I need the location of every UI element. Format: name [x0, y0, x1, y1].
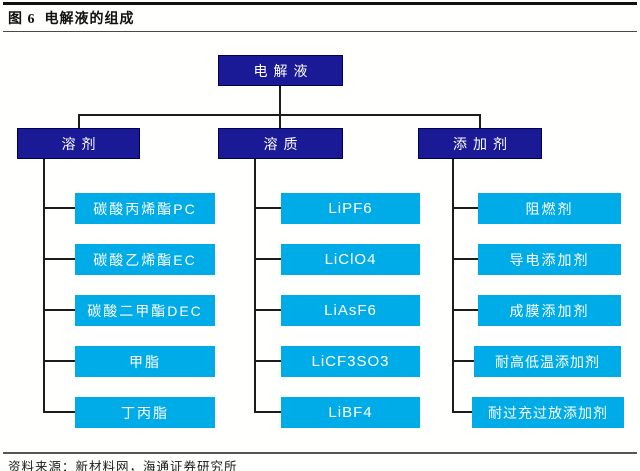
node-pc: 碳酸丙烯酯PC: [75, 193, 215, 224]
spine-solvent: [43, 159, 45, 413]
stub: [452, 309, 478, 311]
stub: [254, 207, 281, 209]
node-temp-resistant-additive: 耐高低温添加剂: [474, 346, 621, 377]
node-liasf6: LiAsF6: [281, 295, 420, 326]
stub: [254, 258, 281, 260]
top-rule: [3, 2, 637, 5]
footer-divider: [3, 452, 637, 454]
figure-title: 图 6 电解液的组成: [8, 12, 135, 27]
node-flame-retardant: 阻燃剂: [478, 193, 621, 224]
node-methyl-ester: 甲脂: [75, 346, 215, 377]
spine-solute: [254, 159, 256, 413]
stub: [43, 411, 75, 413]
node-additive: 添加剂: [418, 128, 542, 159]
node-butyl-propyl-ester: 丁丙脂: [75, 397, 215, 428]
node-lipf6: LiPF6: [281, 193, 420, 224]
node-ec: 碳酸乙烯酯EC: [75, 244, 215, 275]
source-note: 资料来源：新材料网，海通证券研究所: [8, 460, 238, 471]
node-conductive-additive: 导电添加剂: [478, 244, 621, 275]
stub: [452, 360, 478, 362]
node-solute: 溶质: [218, 128, 343, 159]
stub: [452, 411, 478, 413]
stub: [254, 360, 281, 362]
stub: [452, 207, 478, 209]
header-divider: [3, 31, 637, 32]
stub: [43, 207, 75, 209]
stub: [254, 309, 281, 311]
stub: [43, 258, 75, 260]
node-solvent: 溶剂: [17, 128, 140, 159]
connector-drop-solute: [279, 114, 281, 128]
stub: [254, 411, 281, 413]
node-electrolyte: 电解液: [218, 55, 343, 86]
connector-drop-solvent: [78, 114, 80, 128]
stub: [43, 360, 75, 362]
spine-additive: [452, 159, 454, 413]
stub: [43, 309, 75, 311]
connector-drop-additive: [479, 114, 481, 128]
node-dec: 碳酸二甲酯DEC: [75, 295, 215, 326]
node-overcharge-additive: 耐过充过放添加剂: [472, 397, 624, 428]
node-licf3so3: LiCF3SO3: [281, 346, 420, 377]
stub: [452, 258, 478, 260]
connector-root-drop: [279, 86, 281, 115]
node-film-forming-additive: 成膜添加剂: [478, 295, 621, 326]
node-liclo4: LiClO4: [281, 244, 420, 275]
node-libf4: LiBF4: [281, 397, 420, 428]
